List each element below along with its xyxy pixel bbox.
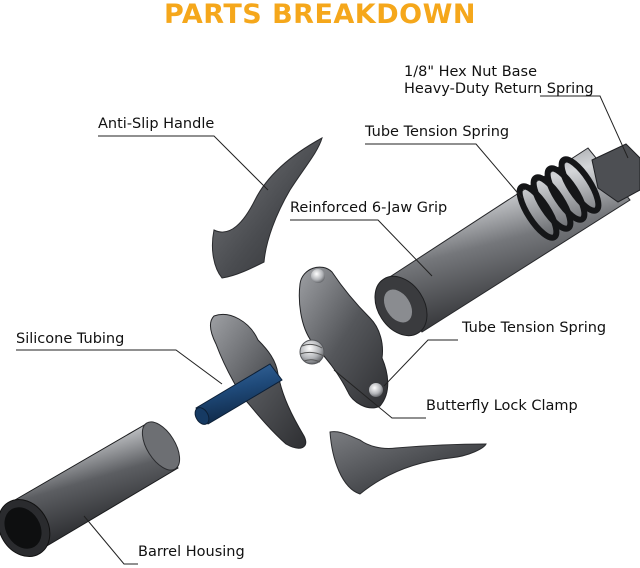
leader-barrel-housing [83,515,138,565]
leader-tube-tension-spring-mid [383,339,458,387]
label-tube-tension-spring-mid: Tube Tension Spring [462,320,607,336]
label-jaw-grip: Reinforced 6-Jaw Grip [290,200,448,216]
silicone-tubing [194,363,283,425]
anti-slip-handle-lower [329,431,487,495]
leader-butterfly-lock-clamp [333,369,426,419]
leader-tube-tension-spring-top [365,143,523,199]
barrel-housing [0,421,181,557]
leader-anti-slip-handle [98,135,269,191]
label-return-spring: Heavy-Duty Return Spring [404,81,594,97]
page-title: PARTS BREAKDOWN [164,0,476,30]
return-spring-coils [516,156,602,241]
leader-jaw-grip [290,219,433,277]
label-butterfly-lock-clamp: Butterfly Lock Clamp [426,398,578,414]
label-barrel-housing: Barrel Housing [138,544,245,560]
plate-rivet-top [311,269,325,283]
leader-hex-nut-base [540,95,629,159]
anti-slip-handle-upper [211,136,323,279]
label-hex-nut-base: 1/8" Hex Nut Base [404,64,538,80]
label-anti-slip-handle: Anti-Slip Handle [98,116,215,132]
plate-rivet-bottom [369,383,383,397]
label-tube-tension-spring-top: Tube Tension Spring [365,124,510,140]
label-silicone-tubing: Silicone Tubing [16,331,125,347]
leader-silicone-tubing [16,349,223,385]
hex-nut-base [591,143,640,203]
leader-lines [16,95,629,565]
tension-rod-assembly [374,143,640,337]
